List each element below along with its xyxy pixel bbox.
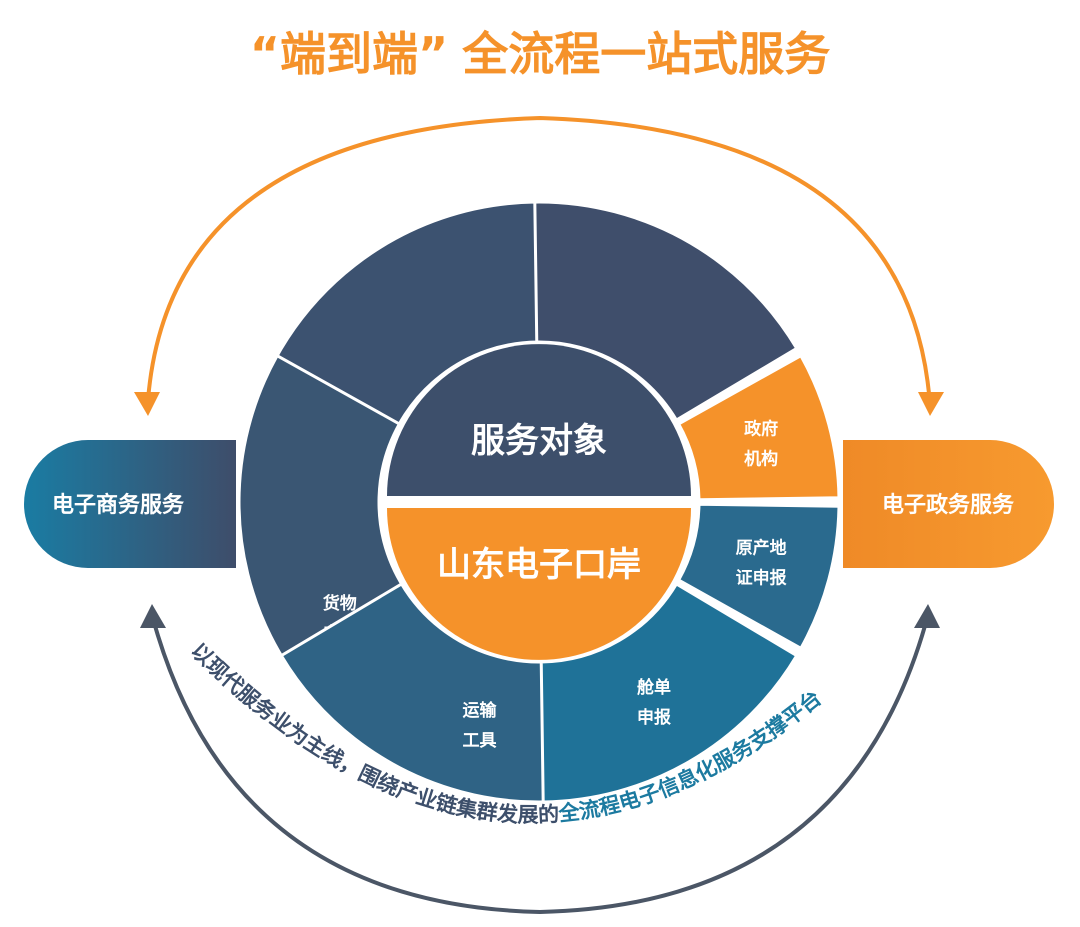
bottom-arc-left-arrowhead — [140, 604, 166, 628]
top-arc-arrow — [146, 115, 932, 406]
bottom-arc-right-arrowhead — [914, 604, 940, 628]
lower-segment-5-line1: 原产地 — [736, 538, 787, 559]
lower-segment-4-line1: 舱单 — [637, 677, 671, 698]
lower-segment-2-line1: 货物 — [323, 593, 357, 614]
top-arc-right-arrowhead — [918, 392, 944, 416]
egov-pill-label: 电子政务服务 — [882, 492, 1015, 518]
title-open-quote: “ — [250, 27, 280, 81]
upper-segment-5-line1: 政府 — [744, 418, 778, 439]
center-top-label: 服务对象 — [471, 421, 607, 461]
lower-segment-3-line1: 运输 — [462, 700, 497, 721]
top-arc-left-arrowhead — [134, 392, 160, 416]
lower-segment-5 — [676, 502, 841, 651]
center-bottom-label: 山东电子口岸 — [437, 545, 641, 585]
title-close-quote: ” — [418, 27, 448, 81]
center-top-half — [387, 344, 691, 496]
bottom-arc-arrow — [150, 614, 930, 915]
service-ring: 金融机构外贸企业物流企业外贸服务企业国外商贸伙伴政府机构通关查询跨境电商货物申报… — [237, 200, 841, 804]
upper-segment-5-line2: 机构 — [744, 448, 778, 469]
lower-segment-4 — [539, 581, 799, 804]
ecommerce-pill — [24, 440, 236, 568]
ecommerce-pill-label: 电子商务服务 — [52, 492, 185, 518]
title-rest: 全流程一站式服务 — [461, 27, 830, 81]
center-bottom-half — [387, 508, 691, 660]
upper-segment-5 — [676, 353, 841, 502]
title-highlight: 端到端 — [280, 27, 418, 81]
lower-segment-3-line2: 工具 — [462, 731, 496, 751]
lower-segment-5-line2: 证申报 — [736, 568, 787, 589]
lower-segment-4-line2: 申报 — [637, 707, 671, 728]
egov-pill — [843, 440, 1054, 568]
diagram-title: “端到端”全流程一站式服务 — [250, 27, 830, 81]
